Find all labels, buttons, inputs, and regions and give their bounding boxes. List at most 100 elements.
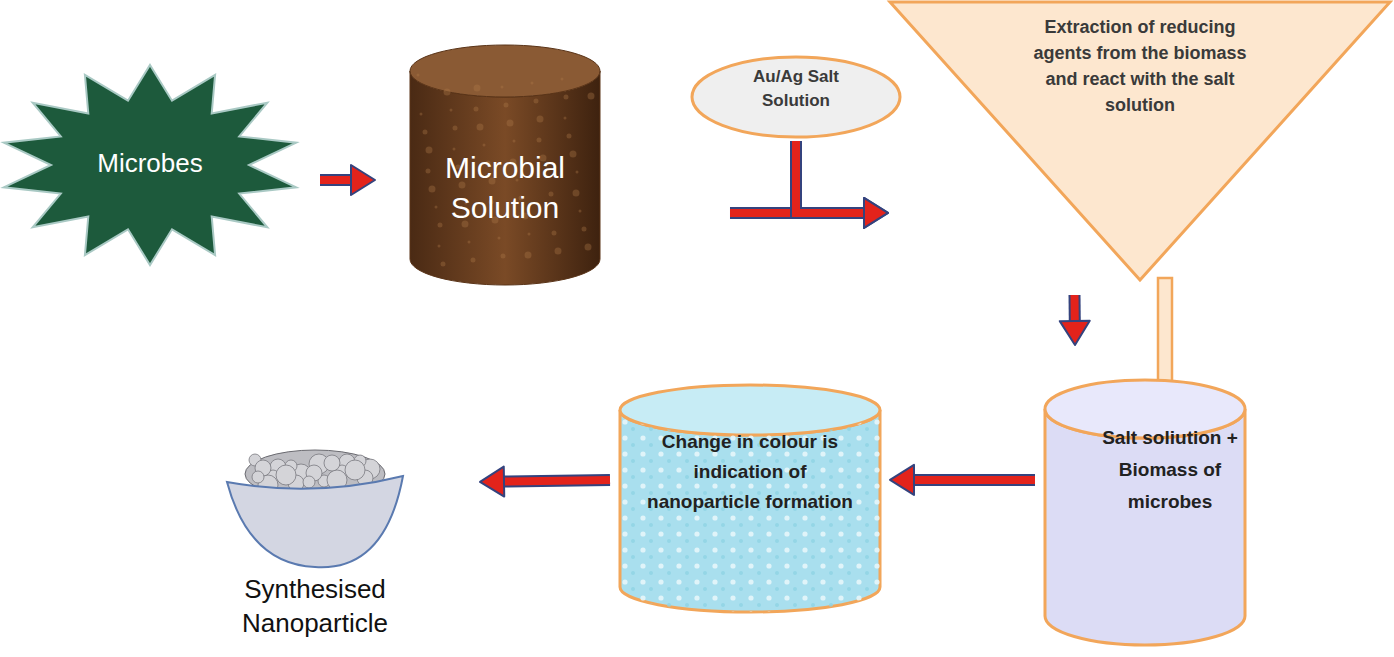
texture-dot — [555, 248, 562, 255]
bowl-node: Synthesised Nanoparticle — [225, 432, 405, 657]
arrow-shaft — [730, 209, 866, 217]
arrow-head — [864, 198, 888, 228]
droplet-texture — [620, 410, 880, 612]
cylinder-top — [620, 385, 880, 435]
flow-arrow — [320, 165, 375, 195]
texture-dot — [573, 190, 580, 197]
texture-dot — [474, 85, 481, 92]
arrow-outline — [730, 207, 866, 219]
arrow-head — [890, 465, 914, 495]
flow-arrow — [730, 198, 888, 228]
texture-dot — [582, 227, 587, 232]
ellipse-outline — [692, 57, 900, 137]
arrow-head — [1060, 321, 1090, 345]
arrow-shaft — [320, 176, 353, 184]
texture-dot — [501, 254, 506, 259]
cylinder-top — [410, 45, 600, 97]
ellipse-node: Au/Ag Salt Solution — [690, 55, 902, 139]
arrow-shaft — [1071, 295, 1079, 323]
particle — [276, 465, 296, 485]
node-label: Microbial Solution — [415, 148, 595, 228]
texture-dot — [477, 124, 484, 131]
texture-dot — [561, 78, 564, 81]
arrow-outline — [912, 474, 1035, 486]
texture-dot — [453, 148, 456, 151]
particle — [303, 476, 315, 488]
texture-dot — [552, 231, 557, 236]
cylinder-node: Salt soliution + Biomass of microbes — [1045, 380, 1245, 645]
texture-dot — [483, 144, 486, 147]
texture-dot — [537, 116, 544, 123]
texture-dot — [450, 109, 453, 112]
flow-arrow — [796, 141, 888, 228]
texture-dot — [468, 241, 471, 244]
node-label: Change in colour is indication of nanopa… — [645, 427, 855, 517]
arrow-shaft — [912, 476, 1035, 484]
arrow-outline — [502, 480, 610, 482]
particle — [345, 460, 365, 480]
texture-dot — [564, 117, 567, 120]
node-label: Salt soliution + Biomass of microbes — [1095, 422, 1245, 518]
texture-dot — [471, 258, 476, 263]
texture-dot — [528, 233, 531, 236]
funnel-node: Extraction of reducing agents from the b… — [888, 0, 1392, 282]
flow-arrow — [480, 467, 610, 497]
node-label: Au/Ag Salt Solution — [730, 65, 862, 113]
arrow-shaft — [796, 141, 866, 213]
texture-dot — [438, 223, 443, 228]
texture-dot — [444, 89, 451, 96]
cylinder-body — [1045, 409, 1245, 645]
texture-dot — [453, 126, 458, 131]
flow-arrow — [1060, 295, 1090, 345]
arrow-outline — [796, 141, 866, 213]
cylinder-node: Microbial Solution — [410, 45, 600, 285]
arrow-head — [864, 198, 888, 228]
starburst-outline — [4, 65, 296, 265]
funnel-stem — [1158, 278, 1172, 390]
texture-dot — [429, 186, 436, 193]
texture-dot — [420, 113, 423, 116]
node-label: Extraction of reducing agents from the b… — [1025, 14, 1255, 118]
texture-dot — [534, 99, 539, 104]
cylinder-node: Change in colour is indication of nanopa… — [620, 385, 880, 612]
bowl-outline — [227, 476, 403, 567]
texture-dot — [501, 86, 504, 89]
arrow-shaft — [502, 480, 610, 482]
arrow-outline — [1069, 295, 1081, 323]
cylinder-body — [620, 410, 880, 612]
texture-dot — [426, 147, 433, 154]
cylinder-body — [410, 71, 600, 285]
texture-dot — [585, 244, 592, 251]
texture-dot — [438, 245, 441, 248]
texture-dot — [588, 93, 595, 100]
texture-dot — [474, 107, 479, 112]
texture-dot — [564, 95, 569, 100]
particle — [324, 455, 340, 471]
texture-dot — [576, 171, 579, 174]
particle — [252, 471, 264, 483]
texture-dot — [531, 82, 534, 85]
node-label: Microbes — [40, 147, 260, 179]
texture-dot — [423, 130, 428, 135]
node-outline — [1045, 380, 1245, 645]
texture-dot — [504, 103, 509, 108]
arrow-outline — [320, 174, 353, 186]
node-label: Synthesised Nanoparticle — [210, 572, 420, 640]
texture-dot — [507, 120, 514, 127]
starburst-node: Microbes — [0, 65, 300, 265]
flow-arrow — [890, 465, 1035, 495]
texture-dot — [417, 74, 420, 77]
node-outline — [888, 0, 1392, 282]
arrow-head — [351, 165, 375, 195]
texture-dot — [426, 169, 431, 174]
texture-dot — [435, 206, 438, 209]
texture-dot — [513, 140, 516, 143]
texture-dot — [567, 134, 572, 139]
texture-dot — [441, 262, 446, 267]
texture-dot — [579, 210, 582, 213]
texture-dot — [498, 237, 501, 240]
funnel-outline — [890, 2, 1390, 280]
